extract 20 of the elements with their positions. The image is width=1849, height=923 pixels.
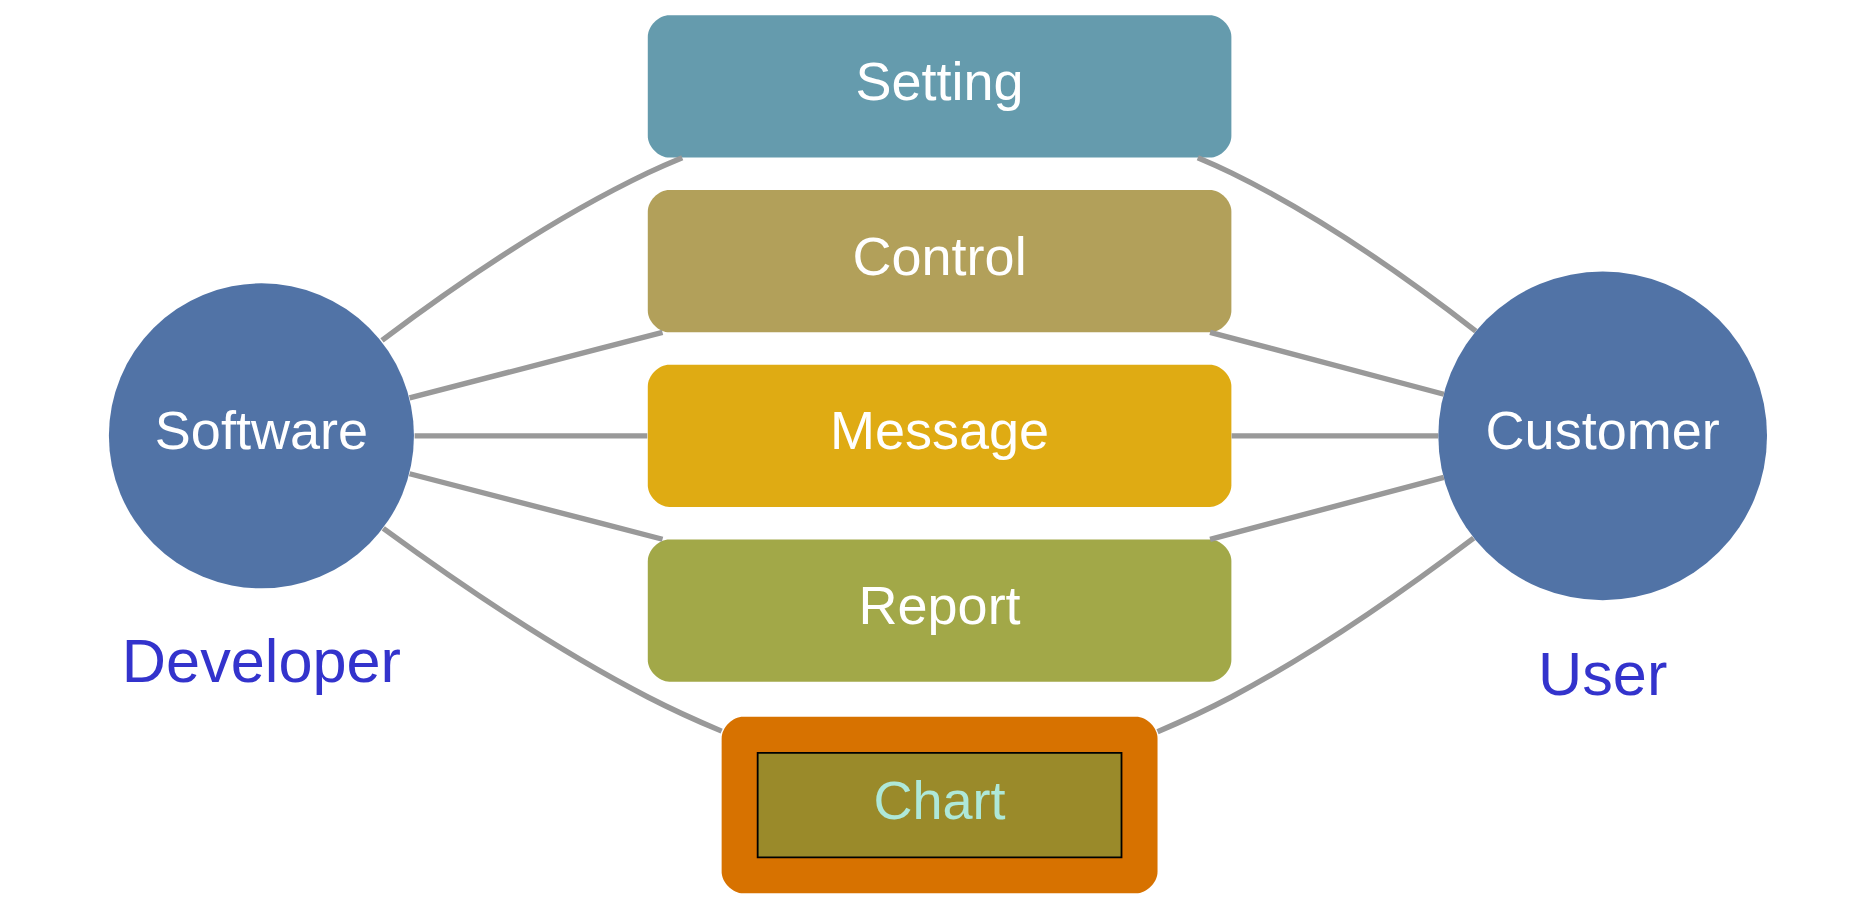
label: Developer — [121, 627, 401, 696]
connector — [1209, 329, 1445, 397]
node-circle: Software — [108, 283, 414, 589]
connector — [414, 433, 648, 439]
connector — [1231, 433, 1439, 439]
cluster — [721, 716, 1158, 894]
node-box: Control — [647, 189, 1232, 333]
connector — [1209, 474, 1445, 542]
connector — [381, 526, 723, 734]
node-box: Message — [647, 364, 1232, 507]
label: User — [1538, 639, 1668, 708]
connector — [1156, 536, 1476, 735]
node-box: Report — [647, 539, 1232, 682]
node-circle: Customer — [1438, 271, 1768, 601]
connector — [408, 329, 664, 401]
connector — [408, 471, 664, 542]
node-box: Setting — [647, 15, 1232, 158]
connector — [380, 155, 684, 343]
node-box: Chart — [756, 751, 1123, 859]
connector — [1196, 155, 1478, 334]
